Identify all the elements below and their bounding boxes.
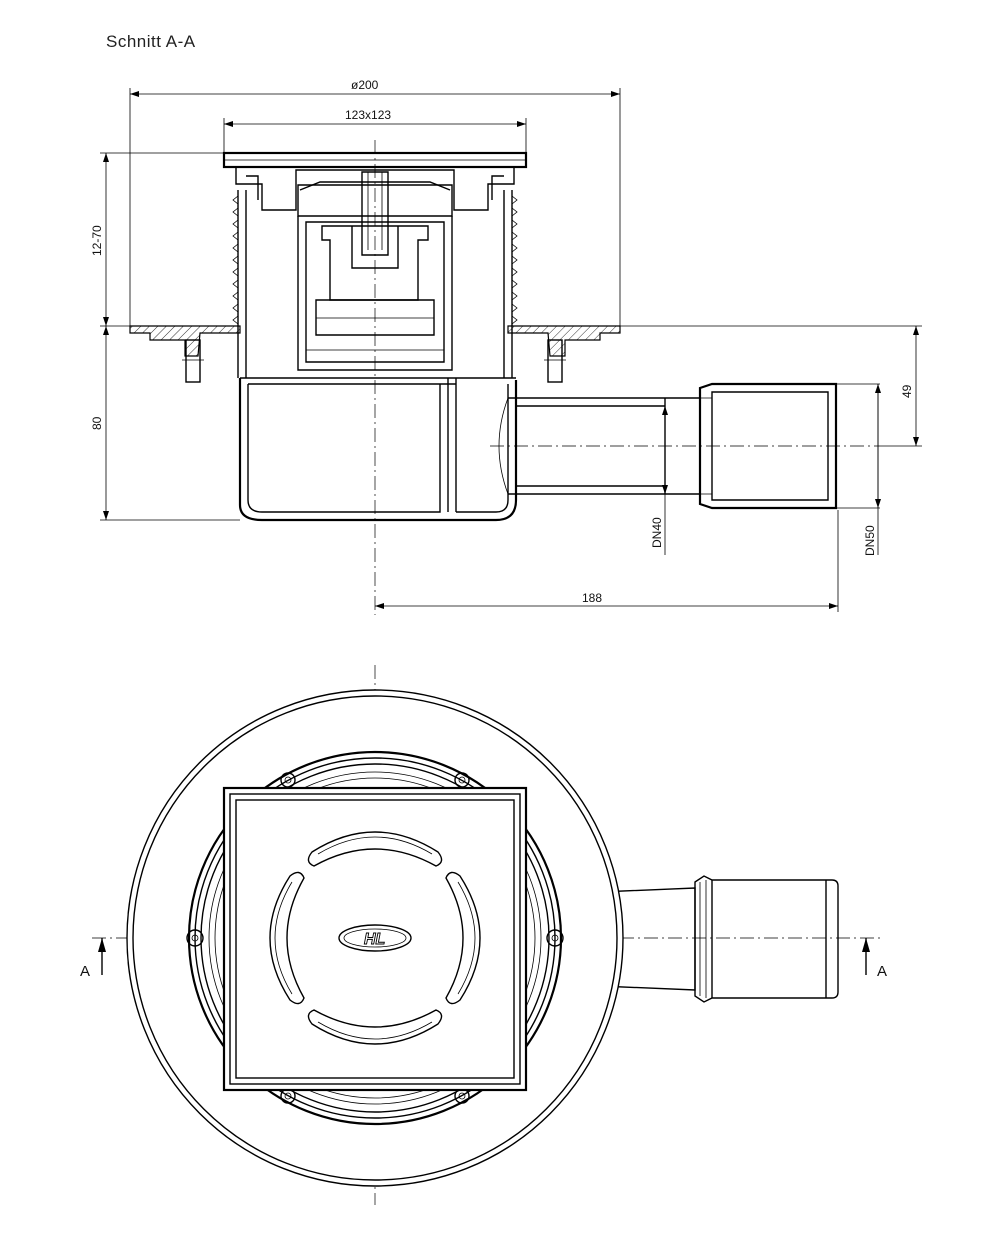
section-view: ø200 123x123 12-70 80 49 188 DN40 D xyxy=(90,78,922,615)
svg-text:A: A xyxy=(80,963,90,980)
dim-dn50: DN50 xyxy=(863,525,877,556)
svg-text:HL: HL xyxy=(364,931,385,948)
section-marker-left: A xyxy=(80,938,106,980)
dim-outlet-height: 49 xyxy=(900,384,914,398)
plan-view: HL A A xyxy=(80,665,887,1205)
dim-diameter: ø200 xyxy=(351,78,379,92)
section-marker-right: A xyxy=(862,938,887,980)
dim-body-height: 80 xyxy=(90,416,104,430)
grate-slots xyxy=(269,831,481,1045)
ribs-left xyxy=(232,195,239,325)
dim-height-adjust: 12-70 xyxy=(90,225,104,256)
drawing-title: Schnitt A-A xyxy=(106,32,196,51)
dim-grate-size: 123x123 xyxy=(345,108,391,122)
svg-text:A: A xyxy=(877,963,887,980)
ribs-right xyxy=(511,195,518,325)
hl-logo: HL xyxy=(338,924,412,952)
dim-dn40: DN40 xyxy=(650,517,664,548)
dim-outlet-length: 188 xyxy=(582,591,602,605)
